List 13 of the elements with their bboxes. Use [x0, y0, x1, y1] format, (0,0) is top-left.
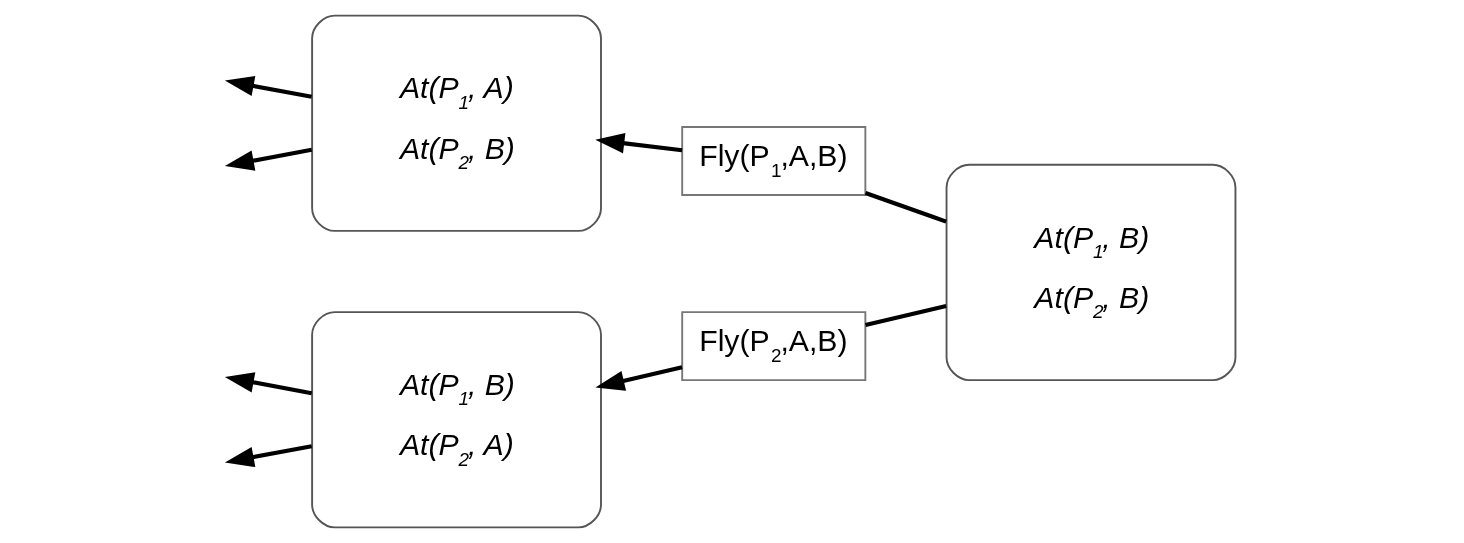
arrow: [224, 372, 312, 396]
node-box: Fly(P$_{1}$,A,B): [680, 126, 866, 196]
arrow: [224, 147, 312, 171]
node-box: At(P$_{1}$, B) At(P$_{2}$, A): [310, 311, 602, 529]
node-box: At(P$_{1}$, B) At(P$_{2}$, B): [945, 163, 1236, 381]
arrow: [224, 75, 312, 99]
connector: [864, 304, 947, 327]
arrow: [594, 133, 682, 154]
arrow: [594, 365, 683, 391]
connector: [864, 191, 947, 224]
node-box: Fly(P$_{2}$,A,B): [680, 311, 866, 381]
arrow: [224, 444, 312, 468]
node-box: At(P$_{1}$, A) At(P$_{2}$, B): [310, 14, 602, 232]
